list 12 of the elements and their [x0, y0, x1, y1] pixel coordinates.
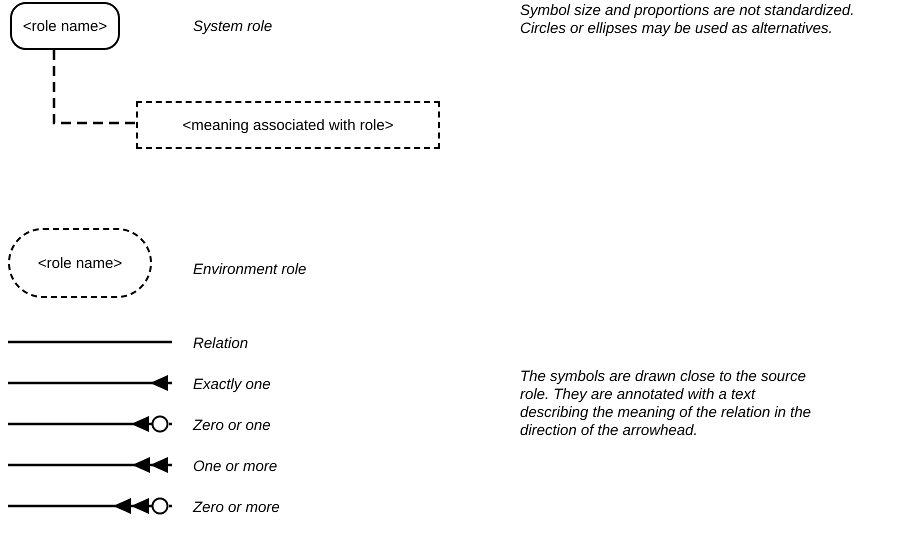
- legend-text: Environment role: [193, 261, 306, 279]
- dashed-connector: [52, 50, 136, 124]
- meaning-box: <meaning associated with role>: [136, 101, 440, 149]
- note-text: The symbols are drawn close to the source role. They are annotated with a text describing the meaning of the relation in the direction of the arrowhead.: [520, 368, 812, 440]
- legend-text: One or more: [193, 458, 278, 476]
- legend-text: Relation: [193, 335, 248, 353]
- legend-text: Exactly one: [193, 376, 271, 394]
- legend-text: Zero or one: [193, 417, 271, 435]
- system-role-box: <role name>: [10, 2, 120, 50]
- legend-text: Zero or more: [193, 499, 280, 517]
- note-text: Symbol size and proportions are not standardized. Circles or ellipses may be used as alternatives.: [520, 2, 856, 38]
- legend-text: System role: [193, 18, 272, 36]
